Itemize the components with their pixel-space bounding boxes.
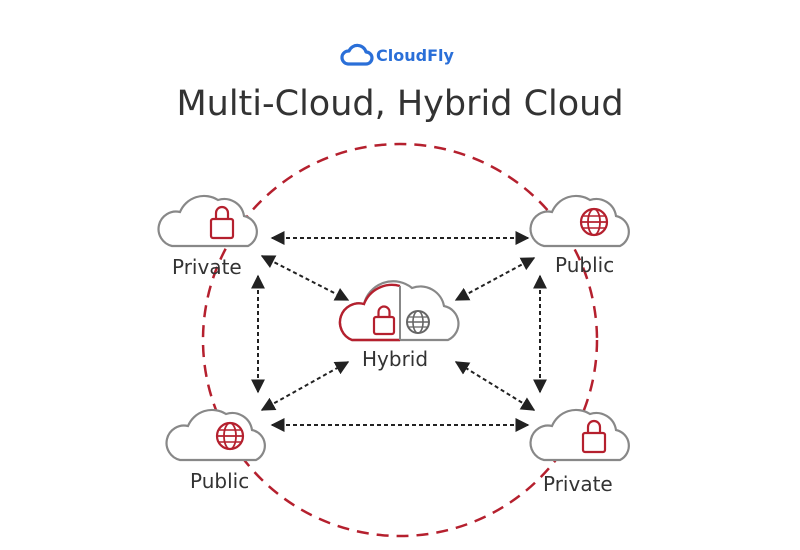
globe-icon bbox=[579, 207, 609, 237]
brand-name: CloudFly bbox=[376, 46, 454, 65]
arrow-top-left-to-center bbox=[260, 255, 350, 301]
multicloud-boundary-ring bbox=[201, 142, 599, 538]
arrow-bottom-left-to-center bbox=[260, 361, 350, 411]
node-label-top-left: Private bbox=[172, 255, 242, 279]
node-label-bottom-left: Public bbox=[190, 469, 250, 493]
brand-logo: CloudFly bbox=[340, 40, 470, 70]
cloud-node-bottom-right bbox=[529, 408, 630, 462]
lock-icon bbox=[581, 419, 607, 454]
cloud-icon bbox=[340, 43, 374, 66]
globe-icon bbox=[215, 421, 245, 451]
arrow-top-right-to-center bbox=[454, 257, 536, 301]
cloud-node-bottom-left bbox=[165, 408, 266, 462]
cloud-node-top-left bbox=[157, 194, 258, 248]
diagram-title: Multi-Cloud, Hybrid Cloud bbox=[176, 84, 624, 124]
lock-icon bbox=[372, 305, 396, 336]
cloud-node-center bbox=[338, 280, 460, 342]
cloud-node-top-right bbox=[529, 194, 630, 248]
globe-icon bbox=[406, 310, 430, 334]
node-label-bottom-right: Private bbox=[543, 472, 613, 496]
lock-icon bbox=[209, 205, 235, 240]
node-label-center: Hybrid bbox=[362, 347, 429, 371]
arrow-bottom-right-to-center bbox=[454, 361, 536, 411]
node-label-top-right: Public bbox=[555, 253, 615, 277]
